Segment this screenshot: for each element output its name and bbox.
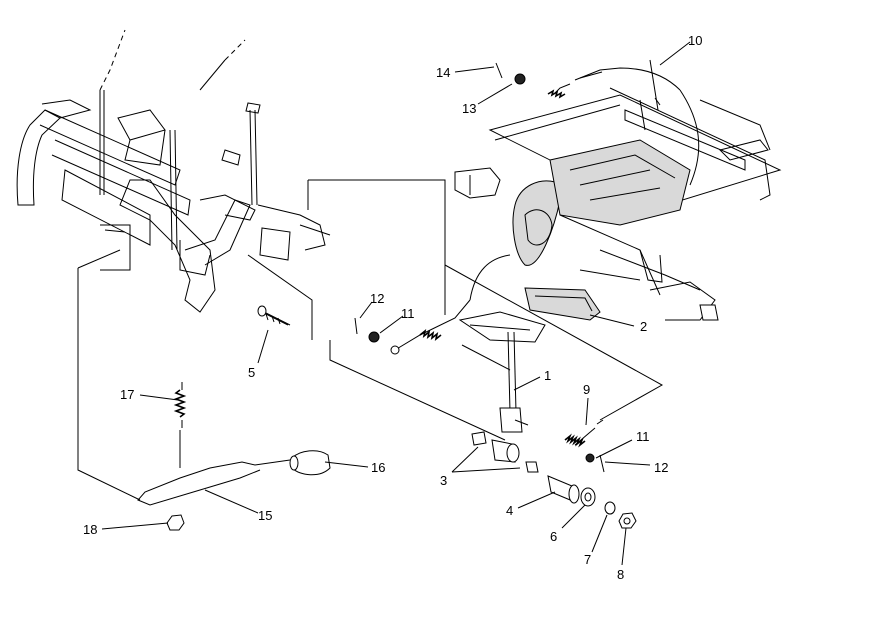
label-part-14: 14 [436,65,450,80]
callout-lines [77,59,664,501]
label-part-13: 13 [462,101,476,116]
label-part-3: 3 [440,473,447,488]
label-part-8: 8 [617,567,624,582]
label-part-16: 16 [371,460,385,475]
transmission-assembly [454,87,782,321]
brake-pedal-assembly [458,287,601,433]
label-part-11-left: 11 [401,306,415,321]
label-part-4: 4 [506,503,513,518]
label-part-7: 7 [584,552,591,567]
leader-lines [101,41,691,566]
label-part-17: 17 [120,387,134,402]
label-part-12-left: 12 [370,291,384,306]
pivot-hardware [471,431,637,529]
label-part-6: 6 [550,529,557,544]
label-part-15: 15 [258,508,272,523]
label-part-18: 18 [83,522,97,537]
label-part-12-right: 12 [654,460,668,475]
part-number-labels: 1 2 3 4 5 6 7 8 9 10 11 11 12 12 13 14 1… [83,33,702,582]
label-part-9: 9 [583,382,590,397]
label-part-1: 1 [544,368,551,383]
label-part-10: 10 [688,33,702,48]
springs-and-cables [137,62,700,531]
label-part-5: 5 [248,365,255,380]
label-part-11-right: 11 [636,429,650,444]
label-part-2: 2 [640,319,647,334]
chassis-frame [16,29,331,313]
